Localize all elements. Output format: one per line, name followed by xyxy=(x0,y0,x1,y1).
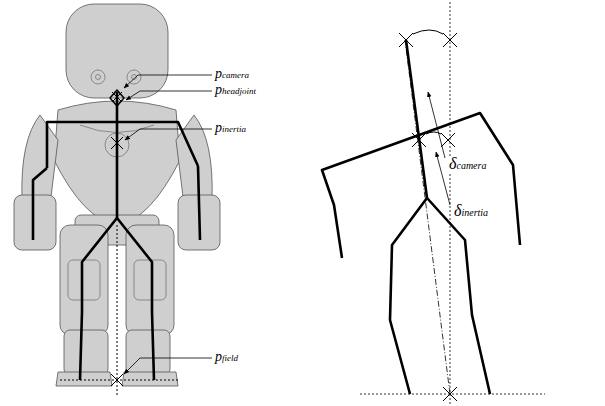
point-label: pcamera xyxy=(214,67,250,81)
point-label: pfield xyxy=(214,350,239,364)
leader-line xyxy=(124,75,212,374)
leader-line xyxy=(428,92,450,205)
angle-label: δcamera xyxy=(448,156,487,172)
point-label: pheadjoint xyxy=(214,83,257,97)
robot-body xyxy=(14,4,220,386)
angle-label: δinertia xyxy=(453,203,489,219)
point-label: pinertia xyxy=(214,121,247,135)
tilted-skeleton xyxy=(322,40,520,394)
